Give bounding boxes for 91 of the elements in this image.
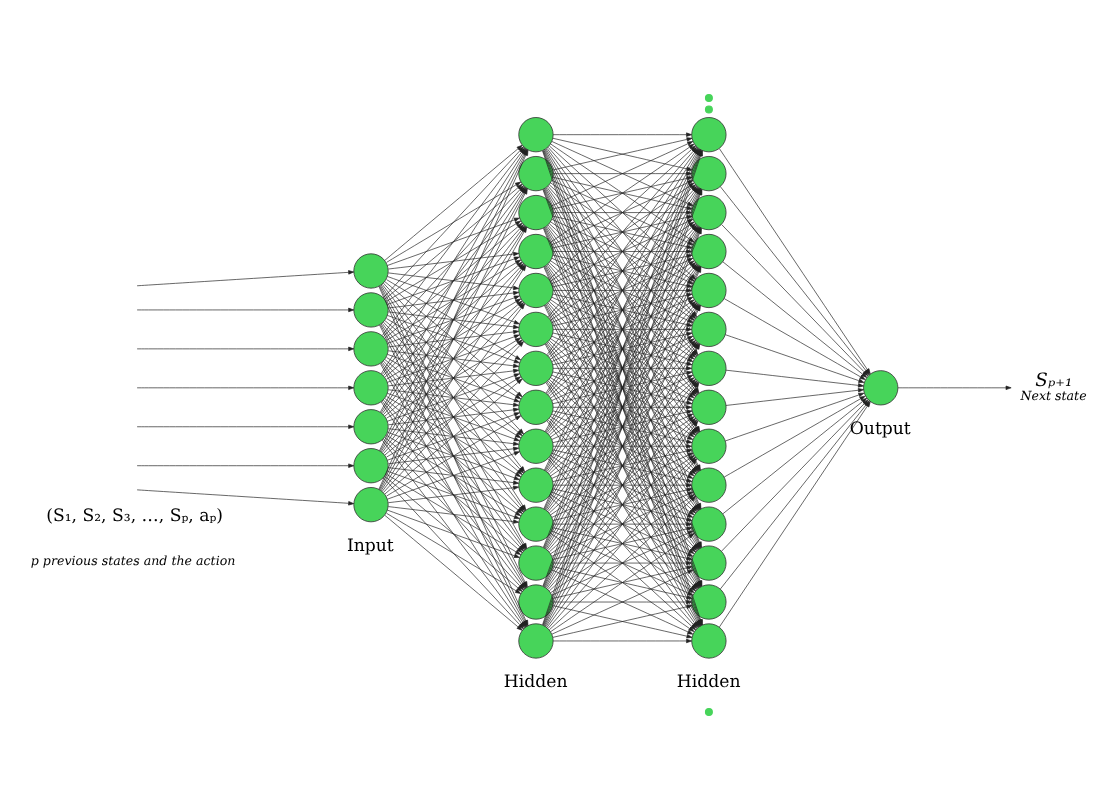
arrow <box>386 298 521 380</box>
arrow <box>387 451 520 500</box>
arrow <box>386 357 521 439</box>
node-circle <box>353 370 389 406</box>
label: (S₁, S₂, S₃, …, Sₚ, aₚ) <box>46 507 223 528</box>
arrow <box>386 435 521 516</box>
arrow <box>388 350 519 368</box>
arrow <box>388 506 519 524</box>
arrow <box>387 509 520 558</box>
arrow <box>550 416 695 516</box>
arrow <box>552 599 692 605</box>
arrow <box>386 474 521 555</box>
arrow <box>386 181 521 263</box>
arrow <box>384 281 523 397</box>
arrow <box>387 276 520 325</box>
arrow <box>388 329 519 348</box>
arrow <box>388 368 519 387</box>
arrow <box>386 318 521 400</box>
arrow <box>387 295 520 344</box>
arrow <box>388 428 519 446</box>
arrow <box>136 489 355 506</box>
arrow <box>386 415 521 497</box>
arrow <box>723 298 866 380</box>
arrow <box>136 307 355 313</box>
arrow <box>386 376 521 458</box>
arrow <box>136 270 355 287</box>
node-circle <box>353 331 389 367</box>
arrow <box>723 395 866 478</box>
node-circle <box>353 448 389 484</box>
arrow <box>386 279 521 361</box>
arrow <box>551 569 694 635</box>
arrow <box>387 373 520 422</box>
node-circle <box>353 292 389 328</box>
arrow <box>388 467 519 485</box>
arrow <box>725 388 864 406</box>
arrow <box>388 446 519 465</box>
node-circle <box>353 409 389 445</box>
arrow <box>388 272 519 291</box>
arrow <box>136 463 355 468</box>
label: Hidden <box>676 673 741 694</box>
node-circle <box>353 487 389 523</box>
arrow <box>387 431 520 480</box>
arrow <box>386 259 521 341</box>
arrow <box>387 412 520 461</box>
arrow <box>552 366 692 371</box>
node-circle <box>353 253 389 289</box>
arrow <box>384 320 523 436</box>
arrow <box>552 483 692 488</box>
arrow <box>386 337 521 419</box>
arrow <box>387 334 520 383</box>
arrow <box>388 311 519 329</box>
arrow <box>552 444 692 449</box>
arrow <box>722 261 868 378</box>
arrow <box>387 470 520 519</box>
arrow <box>386 220 521 302</box>
arrow <box>136 424 355 429</box>
arrow <box>387 256 520 305</box>
arrow <box>897 385 1012 390</box>
arrow <box>388 407 519 426</box>
label: Input <box>346 537 394 558</box>
arrow <box>388 485 519 504</box>
arrow <box>386 396 521 478</box>
arrow <box>387 315 520 364</box>
arrow <box>388 389 519 407</box>
arrow <box>549 457 696 592</box>
arrow <box>725 334 865 383</box>
arrow <box>552 560 692 566</box>
arrow <box>388 290 519 309</box>
label: Hidden <box>503 673 568 694</box>
arrow <box>388 251 519 270</box>
arrow <box>551 530 694 596</box>
arrow <box>387 354 520 403</box>
arrow <box>725 392 865 442</box>
arrow <box>387 392 520 442</box>
arrow <box>136 346 355 351</box>
arrow <box>552 638 692 644</box>
arrow <box>384 300 523 417</box>
arrow <box>552 521 692 527</box>
arrow <box>551 491 694 557</box>
arrow <box>387 217 520 266</box>
arrow <box>552 405 692 410</box>
arrow <box>551 413 694 479</box>
arrow <box>383 282 524 435</box>
arrow <box>725 369 864 388</box>
arrow <box>383 302 524 454</box>
arrow <box>551 452 694 518</box>
arrow <box>386 512 521 594</box>
arrow <box>136 385 355 390</box>
arrow <box>552 132 692 137</box>
arrow <box>384 339 523 456</box>
label: Output <box>849 420 911 441</box>
